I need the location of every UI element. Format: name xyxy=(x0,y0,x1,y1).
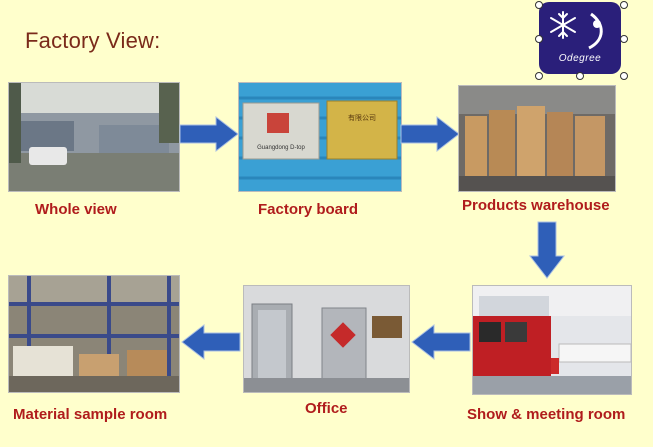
photo-whole-view xyxy=(8,82,180,192)
resize-handle-bm[interactable] xyxy=(576,72,584,80)
page-title: Factory View: xyxy=(25,28,161,53)
photo-show-meeting-room xyxy=(472,285,632,395)
sign-left-text: Guangdong D-top xyxy=(257,145,305,151)
photo-office xyxy=(243,285,410,393)
resize-handle-mr[interactable] xyxy=(620,35,628,43)
photo-material-sample-room xyxy=(8,275,180,393)
label-products-warehouse: Products warehouse xyxy=(462,197,610,214)
label-office: Office xyxy=(305,400,348,417)
odegree-logo: Odegree xyxy=(539,2,621,74)
resize-handle-bl[interactable] xyxy=(535,72,543,80)
arrow-right-icon xyxy=(400,115,460,153)
resize-handle-br[interactable] xyxy=(620,72,628,80)
resize-handle-ml[interactable] xyxy=(535,35,543,43)
snowflake-icon xyxy=(550,11,603,50)
label-factory-board: Factory board xyxy=(258,201,359,218)
logo-selection[interactable]: Odegree xyxy=(535,1,628,80)
label-material-sample-room: Material sample room xyxy=(13,406,168,423)
logo-brand-text: Odegree xyxy=(558,53,602,64)
sign-right-text: 有限公司 xyxy=(348,115,376,122)
photo-factory-board: Guangdong D-top 有限公司 xyxy=(238,82,402,192)
label-whole-view: Whole view xyxy=(35,201,117,218)
photo-products-warehouse xyxy=(458,85,616,192)
label-show-meeting-room: Show & meeting room xyxy=(467,406,626,423)
resize-handle-tl[interactable] xyxy=(535,1,543,9)
resize-handle-tr[interactable] xyxy=(620,1,628,9)
arrow-right-icon xyxy=(179,115,239,153)
arrow-left-icon xyxy=(181,323,241,361)
arrow-left-icon xyxy=(411,323,471,361)
arrow-down-icon xyxy=(528,221,566,279)
